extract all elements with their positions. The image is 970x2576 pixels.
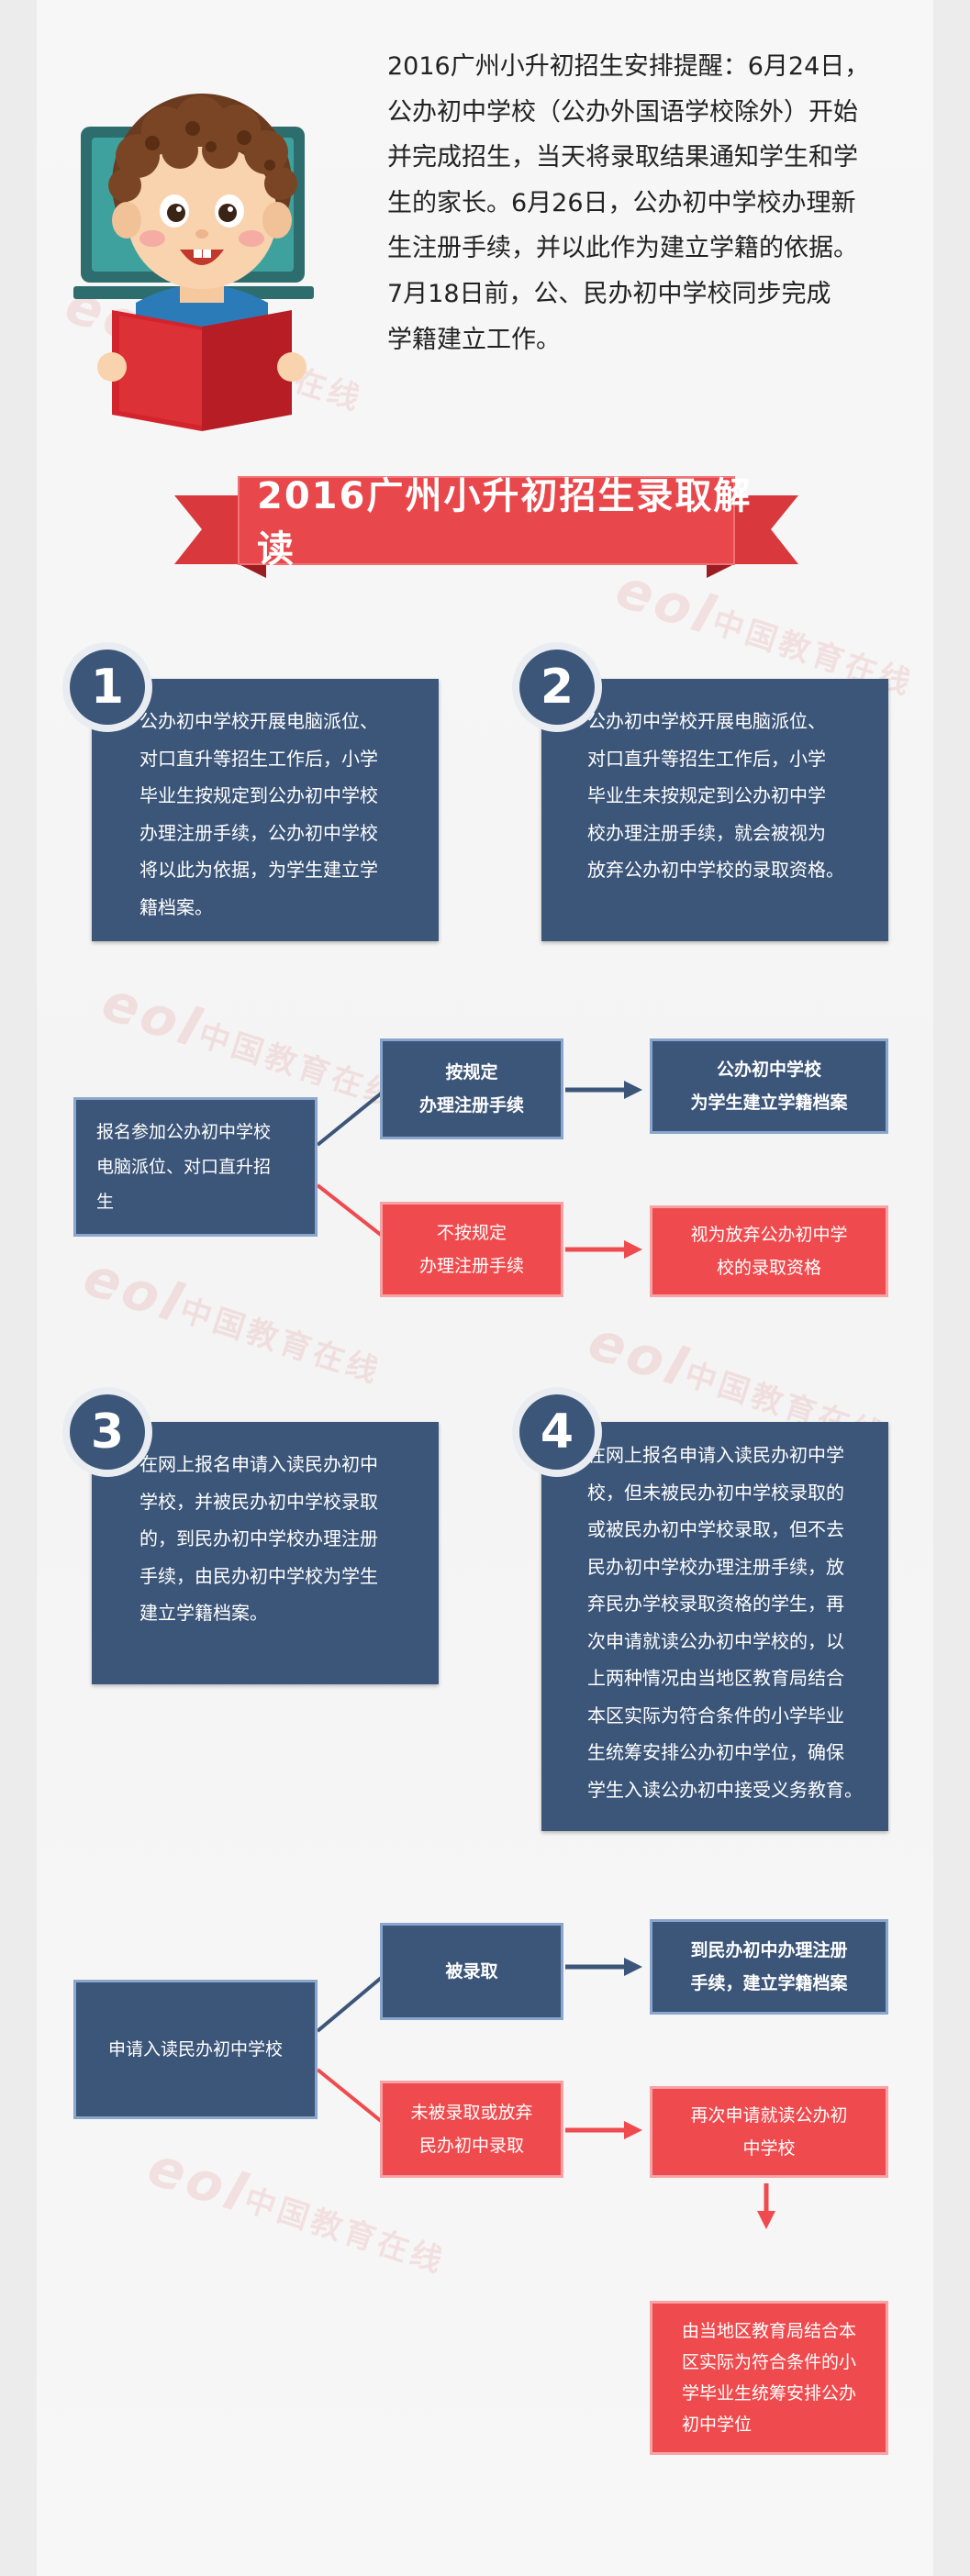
arrow-right-icon: [565, 1081, 642, 1099]
banner-title: 2016广州小升初招生录取解读: [257, 475, 753, 571]
step-card-1-text: 公办初中学校开展电脑派位、 对口直升等招生工作后，小学 毕业生按规定到公办初中学…: [139, 710, 378, 918]
flow2-start: 申请入读民办初中学校: [73, 1980, 318, 2119]
step-number: 4: [519, 1394, 595, 1470]
flow1-connectors: [316, 1081, 642, 1259]
step-card-4-text: 在网上报名申请入读民办初中学 校，但未被民办初中学校录取的 或被民办初中学校录取…: [587, 1444, 863, 1801]
step-number: 3: [70, 1394, 145, 1470]
step-number-badge: 4: [512, 1387, 602, 1477]
step-number-badge: 1: [62, 642, 152, 732]
step-card-1: [92, 679, 439, 941]
step-number: 1: [70, 650, 145, 725]
step-number: 2: [519, 650, 595, 725]
step-card-4: [541, 1422, 888, 1831]
flow2-final-result: 由当地区教育局结合本 区实际为符合条件的小 学毕业生统筹安排公办 初中学位: [650, 2301, 888, 2455]
flow2-yes-result: 到民办初中办理注册 手续，建立学籍档案: [650, 1919, 888, 2015]
flow1-no-branch: 不按规定 办理注册手续: [380, 1202, 563, 1297]
flow1-yes-branch: 按规定 办理注册手续: [380, 1038, 563, 1139]
flow2-yes-branch: 被录取: [380, 1923, 563, 2020]
flow2-connectors: [316, 1958, 775, 2229]
intro-paragraph: 2016广州小升初招生安排提醒：6月24日， 公办初中学校（公办外国语学校除外）…: [387, 52, 870, 354]
flow2-no-result: 再次申请就读公办初 中学校: [650, 2086, 888, 2178]
step-number-badge: 3: [62, 1387, 152, 1477]
arrow-right-icon: [565, 2121, 642, 2139]
step-card-3-text: 在网上报名申请入读民办初中 学校，并被民办初中学校录取 的，到民办初中学校办理注…: [139, 1453, 378, 1624]
flow1-start: 报名参加公办初中学校 电脑派位、对口直升招 生: [73, 1097, 318, 1237]
step-card-2-text: 公办初中学校开展电脑派位、 对口直升等招生工作后，小学 毕业生未按规定到公办初中…: [587, 710, 844, 881]
flow2-no-branch: 未被录取或放弃 民办初中录取: [380, 2081, 563, 2178]
ribbon-banner: [174, 476, 798, 578]
flow1-yes-result: 公办初中学校 为学生建立学籍档案: [650, 1038, 888, 1134]
step-card-2: [541, 679, 888, 941]
step-number-badge: 2: [512, 642, 602, 732]
flow1-no-result: 视为放弃公办初中学 校的录取资格: [650, 1205, 888, 1297]
boy-reading-book-illustration: [73, 94, 314, 431]
arrow-right-icon: [565, 1958, 642, 1976]
step-card-3: [92, 1422, 439, 1684]
arrow-down-icon: [757, 2183, 775, 2229]
infographic-page: eol 中国教育在线 eol 中国教育在线 eol 中国教育在线 eol 中国教…: [37, 0, 933, 2576]
arrow-right-icon: [565, 1240, 642, 1259]
